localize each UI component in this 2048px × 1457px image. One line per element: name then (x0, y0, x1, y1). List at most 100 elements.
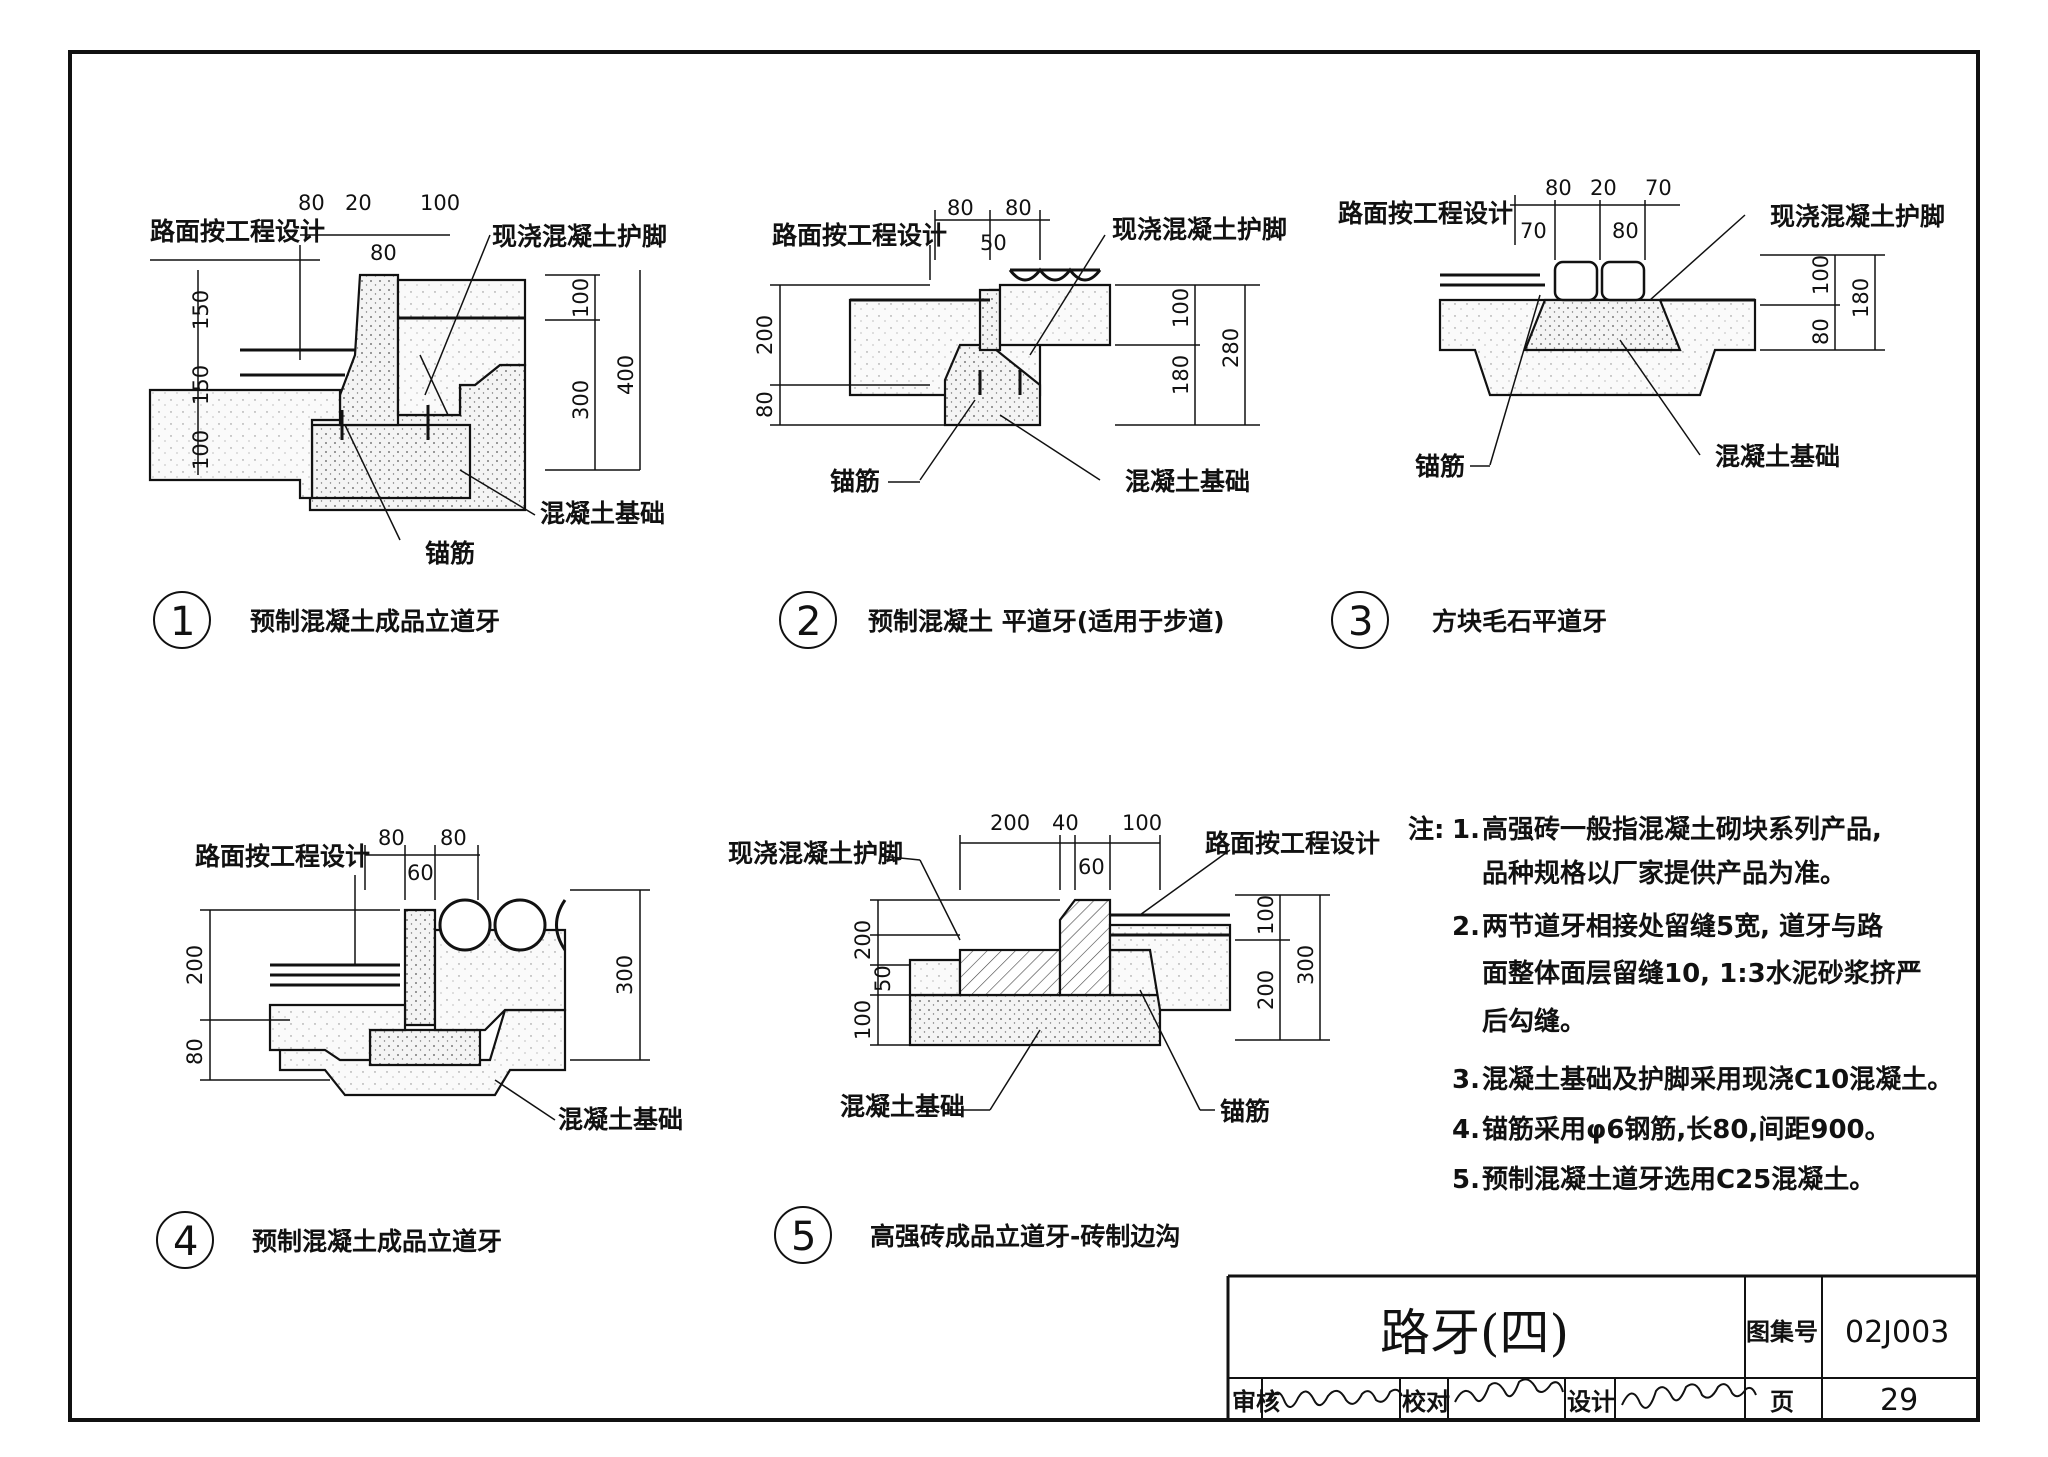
detail-4-road-label: 路面按工程设计 (195, 842, 370, 871)
detail-3-dim-top-1: 20 (1590, 176, 1617, 200)
detail-4-dim-top-2: 60 (407, 861, 434, 885)
detail-4-caption: 预制混凝土成品立道牙 (252, 1227, 502, 1256)
detail-5-caption: 高强砖成品立道牙-砖制边沟 (870, 1222, 1180, 1251)
detail-3-caption: 方块毛石平道牙 (1432, 607, 1607, 636)
detail-1-drawing (148, 234, 641, 541)
detail-1-dim-top-2: 100 (420, 191, 460, 215)
detail-2-dim-top-2: 50 (980, 231, 1007, 255)
detail-3-dim-right-0: 100 (1809, 255, 1833, 295)
note-1-num: 1. (1452, 815, 1480, 845)
detail-1-toe-label: 现浇混凝土护脚 (492, 222, 667, 251)
note-5-line-1: 预制混凝土道牙选用C25混凝土。 (1482, 1164, 1875, 1195)
detail-1-dim-right-0: 100 (569, 278, 593, 318)
detail-5-dim-right-0: 100 (1254, 895, 1278, 935)
detail-3-base-label: 混凝土基础 (1715, 442, 1840, 471)
detail-1-dim-right-1: 300 (569, 380, 593, 420)
detail-3-dim-right-1: 80 (1809, 318, 1833, 345)
note-4-line-1: 锚筋采用φ6钢筋,长80,间距900。 (1482, 1114, 1891, 1145)
detail-2-number: 2 (796, 599, 821, 645)
detail-3-dim-top-3: 70 (1520, 219, 1547, 243)
detail-2-road-label: 路面按工程设计 (772, 221, 947, 250)
detail-2-anchor-label: 锚筋 (830, 467, 880, 496)
detail-2-dim-right-2: 280 (1219, 328, 1243, 368)
detail-4-dim-left-1: 80 (183, 1038, 207, 1065)
detail-2-toe-label: 现浇混凝土护脚 (1112, 215, 1287, 244)
detail-1-number-circle (153, 591, 211, 649)
detail-1-dim-top-1: 20 (345, 191, 372, 215)
detail-4-base-label: 混凝土基础 (558, 1105, 683, 1134)
detail-4-dim-top-0: 80 (378, 826, 405, 850)
page-number: 29 (1880, 1383, 1918, 1418)
note-1-line-1: 高强砖一般指混凝土砌块系列产品, (1482, 814, 1882, 845)
notes-prefix: 注: (1408, 814, 1444, 845)
review-label: 审核 (1232, 1388, 1280, 1416)
detail-3-dim-top-4: 80 (1612, 219, 1639, 243)
detail-4-dim-right-0: 300 (613, 955, 637, 995)
detail-1-caption: 预制混凝土成品立道牙 (250, 607, 500, 636)
detail-1-dim-top-3: 80 (370, 241, 397, 265)
note-1-line-2: 品种规格以厂家提供产品为准。 (1482, 858, 1846, 889)
detail-1-anchor-label: 锚筋 (425, 539, 475, 568)
detail-5-dim-top-0: 200 (990, 811, 1030, 835)
check-label: 校对 (1402, 1388, 1450, 1416)
note-3-line-1: 混凝土基础及护脚采用现浇C10混凝土。 (1482, 1065, 1953, 1095)
note-2-line-2: 面整体面层留缝10, 1:3水泥砂浆挤严 (1482, 958, 1922, 989)
detail-2-drawing (770, 210, 1260, 481)
detail-1-dim-left-2: 100 (189, 430, 213, 470)
detail-5-number-circle (774, 1206, 832, 1264)
detail-5-dim-left-0: 200 (851, 920, 875, 960)
detail-5-dim-left-2: 100 (851, 1000, 875, 1040)
detail-3-drawing (1438, 195, 1885, 466)
atlas-label: 图集号 (1746, 1318, 1818, 1346)
title-block (1226, 1274, 1978, 1420)
notes-block: 注: 1. 高强砖一般指混凝土砌块系列产品, 品种规格以厂家提供产品为准。 2.… (1408, 814, 1953, 1195)
detail-4-drawing (200, 845, 650, 1121)
detail-5-dim-left-1: 50 (871, 965, 895, 992)
checker-signature (1454, 1378, 1564, 1403)
detail-3-anchor-label: 锚筋 (1415, 452, 1465, 481)
note-5-num: 5. (1452, 1165, 1480, 1195)
detail-1-dim-top-0: 80 (298, 191, 325, 215)
note-4-num: 4. (1452, 1115, 1480, 1145)
note-2-line-3: 后勾缝。 (1482, 1006, 1586, 1037)
detail-5-toe-label: 现浇混凝土护脚 (728, 839, 903, 868)
detail-2-dim-left-1: 80 (753, 391, 777, 418)
detail-1-base-label: 混凝土基础 (540, 499, 665, 528)
detail-3-toe-label: 现浇混凝土护脚 (1770, 202, 1945, 231)
detail-2-number-circle (779, 591, 837, 649)
detail-5-dim-top-2: 100 (1122, 811, 1162, 835)
detail-2-dim-top-1: 80 (1005, 196, 1032, 220)
detail-1-dim-left-0: 150 (189, 290, 213, 330)
detail-5-number: 5 (791, 1214, 816, 1260)
note-3-num: 3. (1452, 1065, 1480, 1095)
detail-3-number: 3 (1348, 599, 1373, 645)
detail-5-dim-top-1: 40 (1052, 811, 1079, 835)
detail-2-dim-right-1: 180 (1169, 355, 1193, 395)
sheet-frame (68, 50, 1980, 1422)
detail-4-number-circle (156, 1211, 214, 1269)
note-2-num: 2. (1452, 912, 1480, 942)
detail-2-dim-left-0: 200 (753, 315, 777, 355)
detail-5-road-label: 路面按工程设计 (1205, 829, 1380, 858)
detail-1-road-label: 路面按工程设计 (150, 217, 325, 246)
detail-1-number: 1 (170, 599, 195, 645)
designer-signature (1621, 1383, 1757, 1409)
detail-1-dim-left-1: 150 (189, 365, 213, 405)
detail-2-caption: 预制混凝土 平道牙(适用于步道) (868, 607, 1225, 636)
detail-5-anchor-label: 锚筋 (1220, 1097, 1270, 1126)
detail-1-dim-right-2: 400 (614, 355, 638, 395)
detail-3-dim-right-2: 180 (1849, 278, 1873, 318)
atlas-number: 02J003 (1845, 1315, 1949, 1350)
detail-4-number: 4 (173, 1219, 198, 1265)
detail-5-drawing (870, 835, 1330, 1111)
detail-3-number-circle (1331, 591, 1389, 649)
detail-4-dim-left-0: 200 (183, 945, 207, 985)
detail-3-dim-top-2: 70 (1645, 176, 1672, 200)
detail-3-dim-top-0: 80 (1545, 176, 1572, 200)
detail-5-dim-right-2: 300 (1294, 945, 1318, 985)
detail-5-dim-right-1: 200 (1254, 970, 1278, 1010)
page-label: 页 (1770, 1388, 1794, 1416)
note-2-line-1: 两节道牙相接处留缝5宽, 道牙与路 (1482, 911, 1884, 942)
detail-5-base-label: 混凝土基础 (840, 1092, 965, 1121)
reviewer-signature (1269, 1388, 1403, 1408)
